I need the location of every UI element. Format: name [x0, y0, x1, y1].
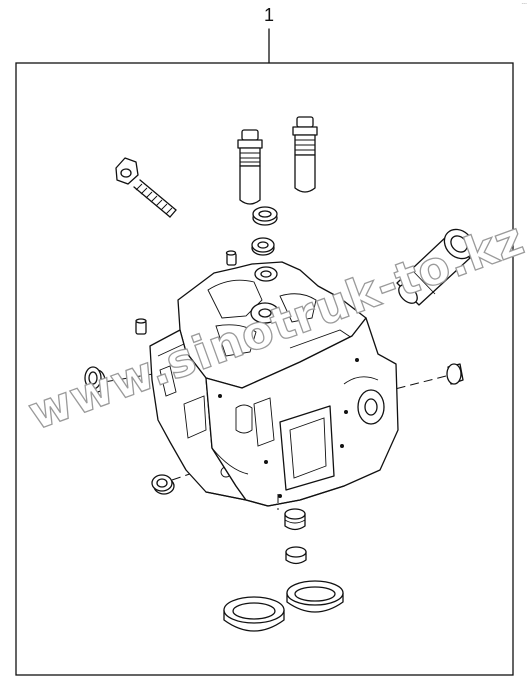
valve-seat-ring-left: [223, 596, 285, 632]
small-pin: [135, 318, 147, 335]
cylinder-head: [149, 261, 399, 507]
valve-guide-left: [237, 129, 263, 205]
valve-seat-insert-small-1: [284, 508, 306, 531]
stud-with-nut: [115, 157, 177, 218]
corner-mark: ---: [521, 1, 527, 7]
side-plug-right: [394, 363, 464, 390]
assembly-frame: [15, 62, 514, 676]
seal-ring: [251, 237, 275, 256]
injector-sleeve: [396, 228, 475, 306]
valve-seat-ring-right: [286, 580, 344, 613]
callout-number: 1: [263, 5, 274, 25]
locating-pin: [225, 250, 237, 266]
lower-plug: [151, 462, 223, 495]
side-plug-left: [84, 366, 166, 393]
valve-guide-right: [292, 116, 318, 193]
valve-seat-insert-small-2: [285, 546, 307, 565]
valve-stem-seal: [252, 206, 278, 226]
